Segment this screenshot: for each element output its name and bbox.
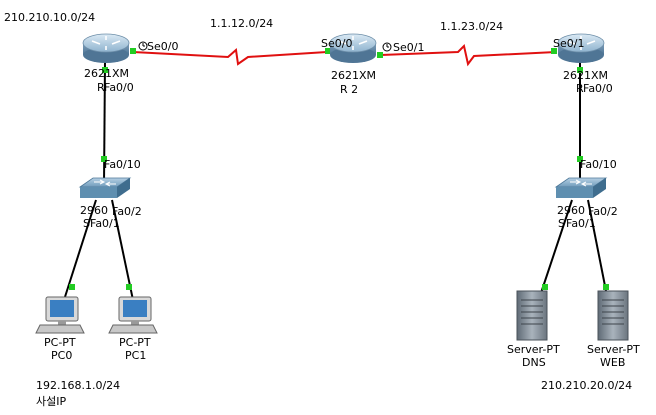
switch-icon [554,177,608,198]
ethernet-link-s2-dns[interactable] [539,199,573,297]
pc0-name-label: PC0 [51,349,72,362]
serial-link-r1-r2[interactable] [132,48,328,66]
web-type-label: Server-PT [587,343,640,356]
switch-s1[interactable] [78,177,132,198]
s2-model-label: 2960 [557,204,585,217]
router-r1[interactable] [82,33,130,63]
ethernet-link-s1-pc1[interactable] [111,199,134,301]
pc1-name-label: PC1 [125,349,146,362]
port-label-r2-se-left: Se0/0 [321,37,352,50]
link-status-lights [69,48,609,290]
s2-name-label: S [558,217,565,230]
ethernet-link-r1-s1[interactable] [103,61,106,186]
r2-name-label: R 2 [340,83,358,96]
port-label-s1-pc1: Fa0/2 [112,205,142,218]
link-light [577,156,583,162]
clock-icon [382,42,392,52]
pc-pc1[interactable] [108,296,158,334]
s1-model-label: 2960 [80,204,108,217]
network-label-right-bottom: 210.210.20.0/24 [541,379,632,392]
r1-model-label: 2621XM [84,67,129,80]
link-light [102,67,108,73]
dns-type-label: Server-PT [507,343,560,356]
network-label-r1-r2: 1.1.12.0/24 [210,17,273,30]
link-light [377,52,383,58]
port-label-s2-up: Fa0/10 [580,158,617,171]
ethernet-link-s1-pc0[interactable] [63,199,97,301]
r2-model-label: 2621XM [331,69,376,82]
link-light [542,284,548,290]
network-note-private-ip: 사설IP [36,395,66,408]
port-label-s1-up: Fa0/10 [104,158,141,171]
dns-name-label: DNS [522,356,546,369]
switch-icon [78,177,132,198]
link-light [101,156,107,162]
link-light [69,284,75,290]
router-icon [82,33,130,63]
pc1-type-label: PC-PT [119,336,151,349]
port-label-r1-se: Se0/0 [147,40,178,53]
server-icon [597,290,629,341]
link-light [130,48,136,54]
port-label-r3-se: Se0/1 [553,37,584,50]
link-light [325,48,331,54]
port-label-r2-se-right: Se0/1 [393,41,424,54]
clock-icon [138,41,148,51]
s1-name-label: S [83,217,90,230]
network-label-left-bottom: 192.168.1.0/24 [36,379,120,392]
pc-pc0[interactable] [35,296,85,334]
pc0-type-label: PC-PT [44,336,76,349]
network-label-left-top: 210.210.10.0/24 [4,11,95,24]
server-icon [516,290,548,341]
pc-icon [35,296,85,334]
router-icon [329,33,377,63]
r3-model-label: 2621XM [563,69,608,82]
r1-name-label: R [97,81,105,94]
link-light [551,48,557,54]
port-label-r1-fa: Fa0/0 [104,81,134,94]
port-label-s2-web: Fa0/2 [588,205,618,218]
router-icon [557,33,605,63]
web-name-label: WEB [600,356,625,369]
links [63,44,608,301]
server-web[interactable] [597,290,629,341]
link-light [577,67,583,73]
network-label-r2-r3: 1.1.23.0/24 [440,20,503,33]
router-r3[interactable] [557,33,605,63]
link-light [603,284,609,290]
pc-icon [108,296,158,334]
switch-s2[interactable] [554,177,608,198]
r3-name-label: R [576,82,584,95]
serial-link-r2-r3[interactable] [379,44,557,67]
port-label-r3-fa: Fa0/0 [583,82,613,95]
port-label-s1-pc0: Fa0/1 [90,217,120,230]
server-dns[interactable] [516,290,548,341]
router-r2[interactable] [329,33,377,63]
ethernet-link-s2-web[interactable] [587,199,608,297]
port-label-s2-dns: Fa0/1 [566,217,596,230]
link-light [126,284,132,290]
